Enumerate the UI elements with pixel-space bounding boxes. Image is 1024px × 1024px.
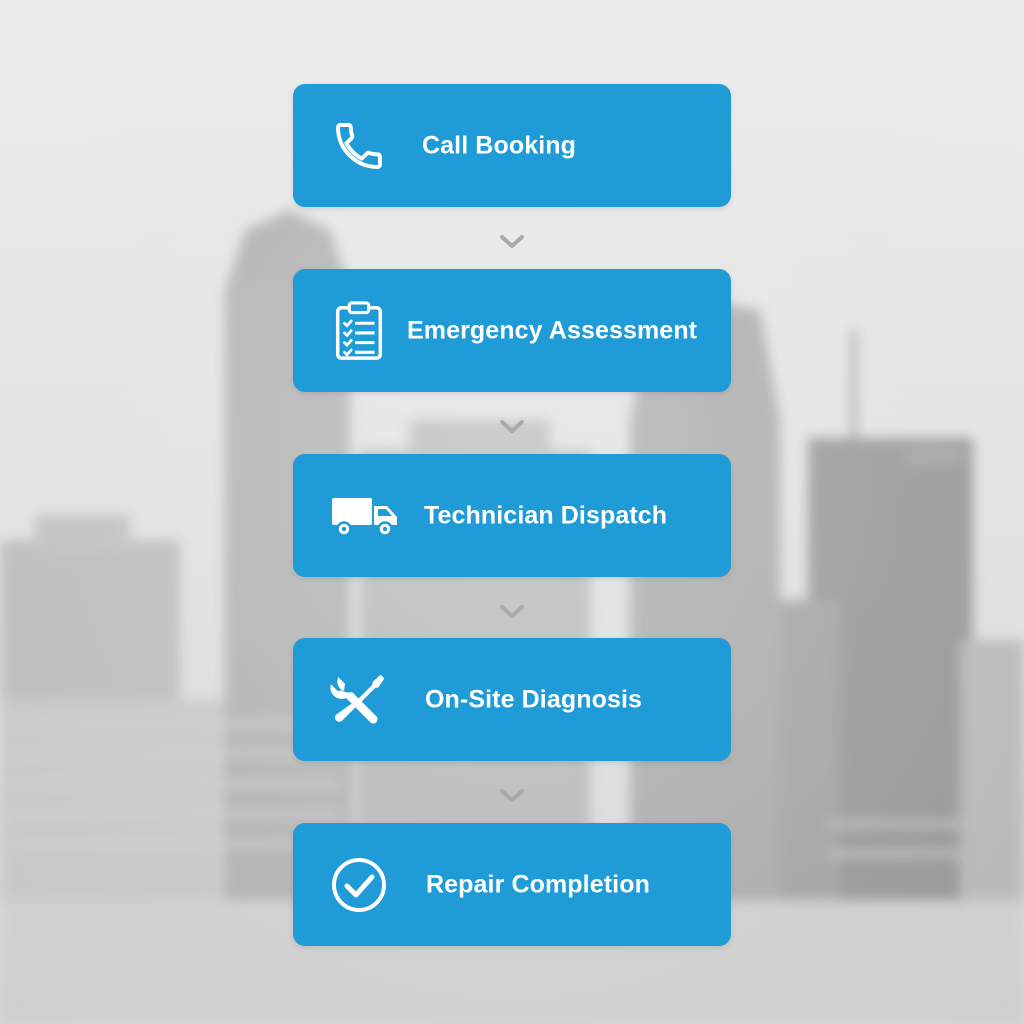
- step-on-site-diagnosis: On-Site Diagnosis: [293, 638, 731, 761]
- step-emergency-assessment: Emergency Assessment: [293, 269, 731, 392]
- clipboard-checklist-icon: [329, 300, 389, 361]
- step-call-booking: Call Booking: [293, 84, 731, 207]
- step-label: Technician Dispatch: [424, 501, 668, 529]
- wrench-screwdriver-icon: [329, 670, 389, 730]
- chevron-down-icon: [500, 605, 524, 618]
- chevron-down-icon: [500, 789, 524, 802]
- chevron-down-icon: [500, 420, 524, 433]
- step-technician-dispatch: Technician Dispatch: [293, 454, 731, 577]
- step-label: Repair Completion: [426, 870, 650, 898]
- truck-icon: [329, 486, 401, 546]
- step-label: Emergency Assessment: [407, 316, 698, 344]
- phone-icon: [329, 116, 389, 176]
- step-label: Call Booking: [422, 131, 576, 159]
- step-label: On-Site Diagnosis: [425, 685, 643, 713]
- step-repair-completion: Repair Completion: [293, 823, 731, 946]
- chevron-down-icon: [500, 235, 524, 248]
- check-circle-icon: [329, 855, 389, 915]
